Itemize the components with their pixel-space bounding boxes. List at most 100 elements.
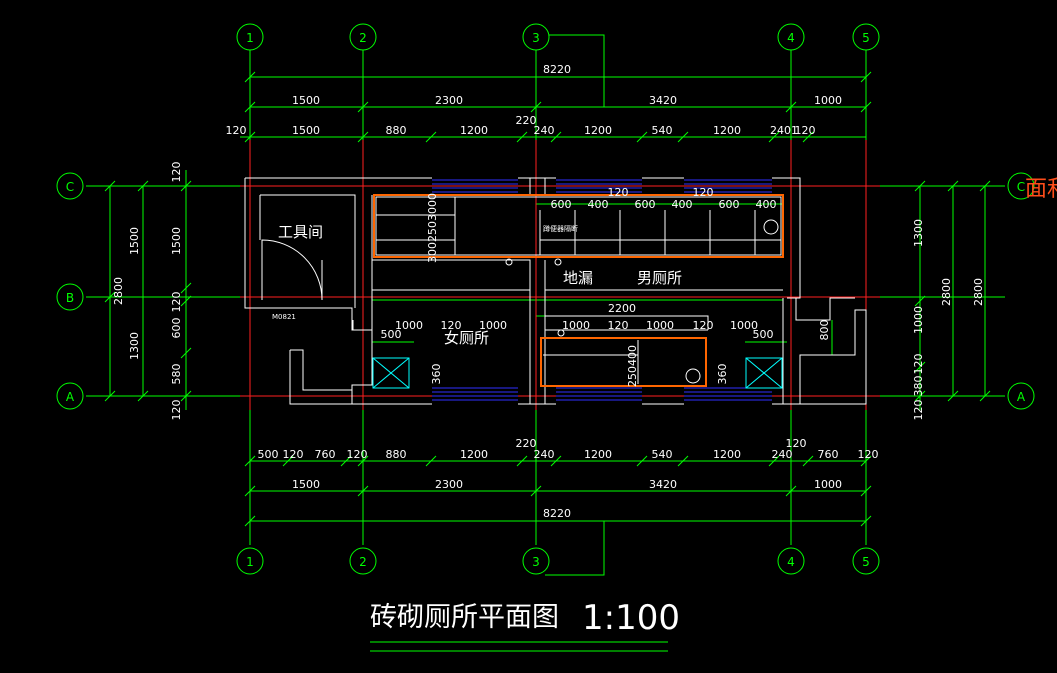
dim-r2-6: 1200 bbox=[584, 124, 612, 137]
dim-r2-2: 1500 bbox=[292, 124, 320, 137]
room-tool: 工具间 bbox=[278, 223, 323, 241]
dim-mid-2200: 2200 bbox=[608, 302, 636, 315]
dim-r2-3: 880 bbox=[386, 124, 407, 137]
dim-right-380: 380 bbox=[912, 376, 925, 397]
walls bbox=[244, 177, 867, 405]
dim-500-left: 500 bbox=[381, 328, 402, 341]
dim-mid-7: 120 bbox=[693, 319, 714, 332]
dim-bottom-120: 120 bbox=[786, 437, 807, 450]
fixture-outlines bbox=[373, 194, 784, 387]
dim-int-120b: 120 bbox=[693, 186, 714, 199]
dim-top-1: 1500 bbox=[292, 94, 320, 107]
dim-int-400a: 400 bbox=[588, 198, 609, 211]
dim-b1-6: 1200 bbox=[460, 448, 488, 461]
dim-b2-3: 3420 bbox=[649, 478, 677, 491]
axis-label-c-right: C bbox=[1017, 180, 1025, 194]
dim-right-1300: 1300 bbox=[912, 219, 925, 247]
dim-left-1500: 1500 bbox=[128, 227, 141, 255]
dim-mid-3: 1000 bbox=[479, 319, 507, 332]
dim-b1-4: 120 bbox=[347, 448, 368, 461]
axis-label-4-top: 4 bbox=[787, 31, 795, 45]
dim-int-600b: 600 bbox=[635, 198, 656, 211]
dim-r2-4: 1200 bbox=[460, 124, 488, 137]
axis-label-5-bottom: 5 bbox=[862, 555, 870, 569]
dim-int-600c: 600 bbox=[719, 198, 740, 211]
axis-label-3-top: 3 bbox=[532, 31, 540, 45]
dim-mid-1: 1000 bbox=[395, 319, 423, 332]
interior-dimensions: 120 120 600 400 600 400 600 400 1000 120… bbox=[381, 186, 832, 387]
cut-off-text: 面和 bbox=[1025, 177, 1057, 202]
title-block: 砖砌厕所平面图 1:100 bbox=[370, 598, 680, 652]
axis-label-a-left: A bbox=[66, 390, 75, 404]
dim-right-120a: 120 bbox=[912, 354, 925, 375]
dim-int-400b: 400 bbox=[672, 198, 693, 211]
axis-label-2-top: 2 bbox=[359, 31, 367, 45]
dim-right-1000: 1000 bbox=[912, 306, 925, 334]
dim-r2-5: 240 bbox=[534, 124, 555, 137]
left-dimensions: 1500 1300 2800 120 1500 120 600 580 120 bbox=[112, 162, 183, 421]
dim-left-in-1: 120 bbox=[170, 162, 183, 183]
axis-bubbles bbox=[56, 23, 1035, 575]
dim-250400: 250400 bbox=[626, 345, 639, 387]
dim-mid-8: 1000 bbox=[730, 319, 758, 332]
dim-r2-1: 120 bbox=[226, 124, 247, 137]
room-womens: 女厕所 bbox=[444, 329, 489, 347]
dim-left-in-4: 600 bbox=[170, 318, 183, 339]
dim-left-in-3: 120 bbox=[170, 292, 183, 313]
dim-800: 800 bbox=[818, 320, 831, 341]
dim-int-120a: 120 bbox=[608, 186, 629, 199]
center-lines bbox=[240, 140, 880, 410]
dim-top-2: 2300 bbox=[435, 94, 463, 107]
dim-int-400c: 400 bbox=[756, 198, 777, 211]
dim-left-1300: 1300 bbox=[128, 332, 141, 360]
drawing-scale: 1:100 bbox=[582, 598, 680, 638]
vent-shafts bbox=[372, 357, 783, 389]
dim-top-4: 1000 bbox=[814, 94, 842, 107]
dim-b1-1: 500 bbox=[258, 448, 279, 461]
dim-b2-2: 2300 bbox=[435, 478, 463, 491]
axis-bubble-labels: 1 2 3 4 5 1 2 3 4 5 C B A C A bbox=[66, 31, 1026, 569]
top-dimensions: 8220 1500 2300 3420 1000 220 120 1500 88… bbox=[226, 63, 843, 137]
dim-mid-4: 1000 bbox=[562, 319, 590, 332]
dim-b1-12: 760 bbox=[818, 448, 839, 461]
dim-right-2800b: 2800 bbox=[972, 278, 985, 306]
dim-b1-9: 540 bbox=[652, 448, 673, 461]
axis-label-4-bottom: 4 bbox=[787, 555, 795, 569]
dim-360-right: 360 bbox=[716, 364, 729, 385]
dim-b1-13: 120 bbox=[858, 448, 879, 461]
dim-b2-1: 1500 bbox=[292, 478, 320, 491]
dim-500-right: 500 bbox=[753, 328, 774, 341]
dim-b1-5: 880 bbox=[386, 448, 407, 461]
dim-top-3: 3420 bbox=[649, 94, 677, 107]
dim-int-600a: 600 bbox=[551, 198, 572, 211]
dim-left-in-5: 580 bbox=[170, 364, 183, 385]
bottom-dimensions: 220 120 500 120 760 120 880 1200 240 120… bbox=[258, 437, 879, 520]
dim-r2-9: 2401 bbox=[770, 124, 798, 137]
axis-label-2-bottom: 2 bbox=[359, 555, 367, 569]
dim-top-total: 8220 bbox=[543, 63, 571, 76]
door-tag: M0821 bbox=[272, 313, 296, 321]
dimension-ticks bbox=[104, 71, 991, 527]
dim-bottom-total: 8220 bbox=[543, 507, 571, 520]
room-mens: 男厕所 bbox=[637, 269, 682, 287]
dim-b1-10: 1200 bbox=[713, 448, 741, 461]
dim-top-220: 220 bbox=[516, 114, 537, 127]
dim-b1-8: 1200 bbox=[584, 448, 612, 461]
floor-drains bbox=[505, 258, 565, 337]
dim-left-in-2: 1500 bbox=[170, 227, 183, 255]
dim-b1-2: 120 bbox=[283, 448, 304, 461]
fixture-partitions bbox=[375, 196, 782, 384]
dim-mid-6: 1000 bbox=[646, 319, 674, 332]
dim-b2-4: 1000 bbox=[814, 478, 842, 491]
dim-360-left: 360 bbox=[430, 364, 443, 385]
dim-mid-5: 120 bbox=[608, 319, 629, 332]
dim-b1-3: 760 bbox=[315, 448, 336, 461]
dim-left-2800: 2800 bbox=[112, 277, 125, 305]
dim-left-in-6: 120 bbox=[170, 400, 183, 421]
axis-label-1-bottom: 1 bbox=[246, 555, 254, 569]
axis-label-3-bottom: 3 bbox=[532, 555, 540, 569]
axis-label-1-top: 1 bbox=[246, 31, 254, 45]
room-labels: 工具间 男厕所 女厕所 地漏 M0821 蹲便器隔断 bbox=[272, 223, 682, 347]
dim-right-120b: 120 bbox=[912, 400, 925, 421]
